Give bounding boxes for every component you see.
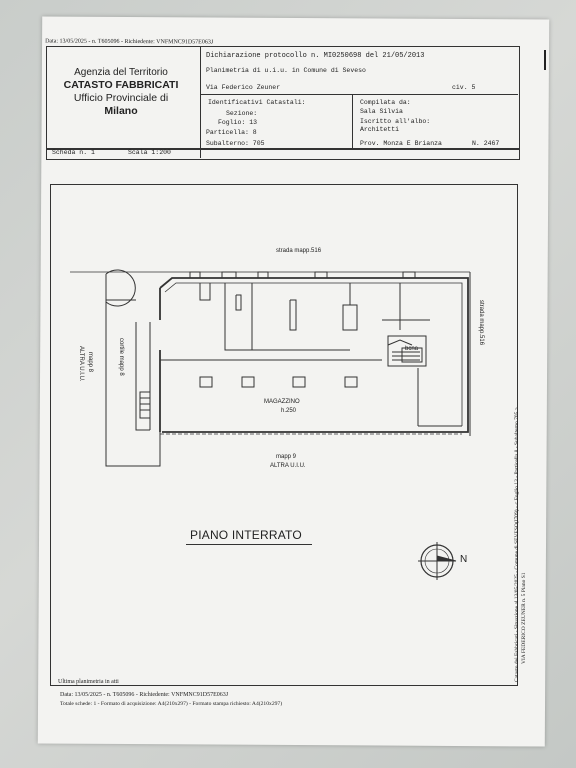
agency-block: Agenzia del Territorio CATASTO FABBRICAT…	[46, 66, 196, 118]
north-compass	[418, 542, 457, 580]
courtyard-left	[105, 299, 161, 467]
identifiers-title: Identificativi Catastali:	[208, 99, 306, 106]
albo-text: Architetti	[360, 126, 400, 133]
scheda-text: Scheda n. 1	[52, 149, 95, 156]
height-label: h.250	[281, 408, 297, 414]
floor-title: PIANO INTERRATO	[190, 528, 302, 542]
window-4	[314, 271, 328, 279]
planimetry-text: Planimetria di u.i.u. in Comune di Seves…	[206, 67, 366, 74]
outer-wall	[159, 277, 469, 433]
left-stair	[139, 391, 151, 419]
side-note-1: Catasto dei Fabbricati - Situazione al 1…	[514, 407, 520, 682]
sezione-text: Sezione:	[226, 110, 258, 117]
header-divider	[200, 46, 201, 148]
altra-bottom-label: ALTRA U.I.U.	[270, 463, 306, 469]
strada-top-label: strada mapp.516	[276, 248, 322, 254]
footer-totale: Totale schede: 1 - Formato di acquisizio…	[60, 701, 283, 707]
pillar-4	[344, 376, 358, 388]
strada-right-label: strada mapp.516	[478, 300, 484, 346]
curve-wall	[105, 269, 136, 307]
bcna-label: bcna	[405, 346, 419, 352]
compiled-title: Compilata da:	[360, 99, 411, 106]
civ-text: civ. 5	[452, 84, 476, 91]
foglio-text: Foglio: 13	[218, 119, 258, 126]
altra-left-label: ALTRA U.I.U.	[78, 346, 84, 382]
header-frame	[46, 46, 520, 150]
footer-ultima: Ultima planimetria in atti	[58, 679, 119, 685]
agency-city: Milano	[104, 105, 138, 117]
iscritto-text: Iscritto all'albo:	[360, 118, 431, 125]
drawing-frame	[50, 184, 518, 686]
pillar-3	[292, 376, 306, 388]
mapp8-label: mapp 8	[87, 352, 93, 373]
window-3	[257, 271, 269, 279]
outer-wall-inner	[164, 282, 463, 426]
window-1	[189, 271, 201, 279]
window-2	[221, 271, 237, 279]
side-note-2: VIA FEDERICO ZEUNER n. 5 Piano S1	[521, 572, 527, 664]
north-label: N	[460, 554, 468, 565]
magazzino-label: MAGAZZINO	[264, 399, 300, 405]
header-hline	[200, 94, 518, 95]
window-5	[402, 271, 416, 279]
prov-text: Prov. Monza E Brianza	[360, 140, 442, 147]
albo-number: N. 2467	[472, 140, 500, 147]
scala-text: Scala 1:200	[128, 149, 171, 156]
pillar-1	[199, 376, 213, 388]
scheda-strip	[46, 148, 520, 160]
pin-mark	[544, 50, 546, 70]
floor-title-underline	[186, 544, 312, 545]
compiled-name: Sala Silvia	[360, 108, 403, 115]
subalterno-text: Subalterno: 705	[206, 140, 265, 147]
stair-box	[387, 335, 427, 367]
header-divider-2	[352, 94, 353, 148]
agency-catasto: CATASTO FABBRICATI	[63, 79, 179, 91]
address-text: Via Federico Zeuner	[206, 84, 281, 91]
pillar-2	[241, 376, 255, 388]
protocol-text: Dichiarazione protocollo n. MI0250698 de…	[206, 52, 425, 60]
strip-divider	[200, 148, 201, 158]
agency-office: Ufficio Provinciale di	[73, 92, 169, 104]
agency-name: Agenzia del Territorio	[74, 67, 168, 78]
mapp9-label: mapp 9	[276, 454, 297, 460]
footer-data: Data: 13/05/2025 - n. T605096 - Richiede…	[60, 692, 229, 698]
particella-text: Particella: 8	[206, 129, 257, 136]
cortile-label: cortile mapp 8	[118, 338, 124, 376]
